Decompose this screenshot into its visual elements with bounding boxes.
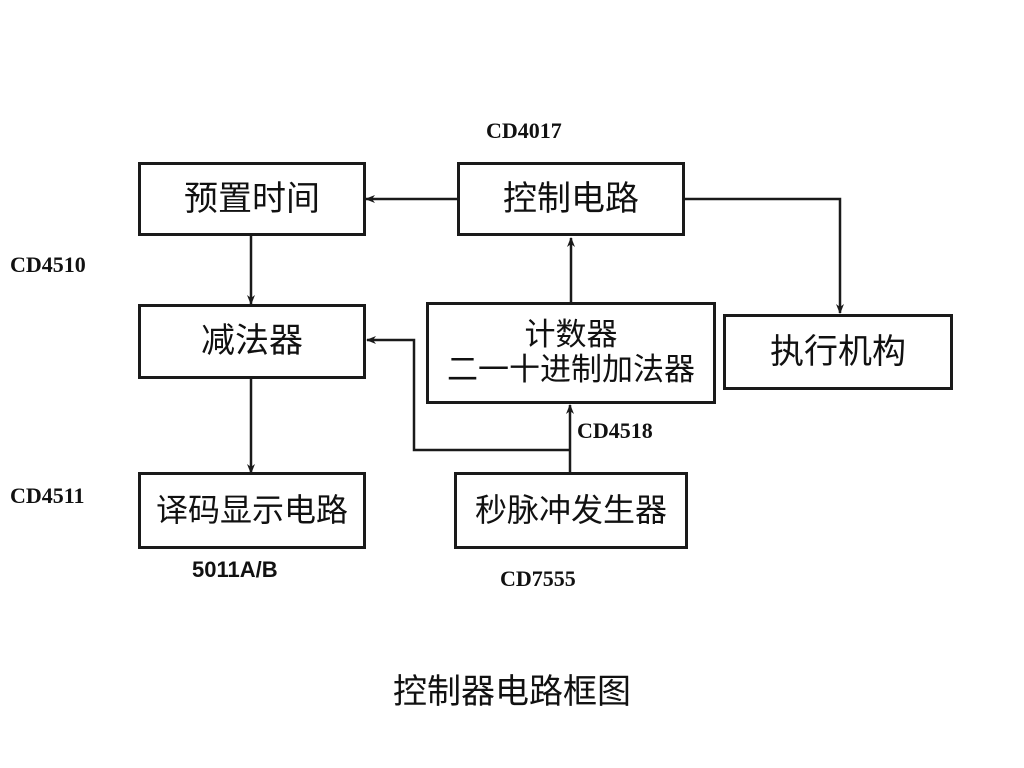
second-pulse-label: 秒脉冲发生器	[474, 490, 667, 529]
arrow-control-to-actuator	[684, 197, 844, 314]
counter-label-line2: 二一十进制加法器	[447, 352, 695, 388]
control-circuit-label: 控制电路	[503, 178, 639, 219]
arrow-pulse-to-subtractor	[366, 336, 570, 452]
subtractor-label: 减法器	[201, 321, 303, 362]
preset-time-label: 预置时间	[184, 178, 320, 219]
subtractor-chip-label: CD4510	[10, 252, 86, 277]
decode-display-label: 译码显示电路	[155, 490, 348, 529]
counter-label-line1: 计数器	[524, 317, 618, 354]
counter-chip-label: CD4518	[577, 418, 653, 443]
decode-display-block: 译码显示电路	[138, 472, 366, 549]
control-circuit-block: 控制电路	[457, 162, 685, 236]
control-chip-label: CD4017	[486, 118, 562, 143]
pulse-chip-label: CD7555	[500, 566, 576, 591]
actuator-block: 执行机构	[723, 314, 953, 390]
diagram-caption: 控制器电路框图	[393, 672, 631, 712]
display-chip-label: 5011A/B	[192, 557, 278, 582]
second-pulse-block: 秒脉冲发生器	[454, 472, 688, 549]
actuator-label: 执行机构	[770, 331, 906, 372]
subtractor-block: 减法器	[138, 304, 366, 379]
decoder-chip-label: CD4511	[10, 483, 85, 508]
preset-time-block: 预置时间	[138, 162, 366, 236]
counter-block: 计数器 二一十进制加法器	[426, 302, 716, 404]
